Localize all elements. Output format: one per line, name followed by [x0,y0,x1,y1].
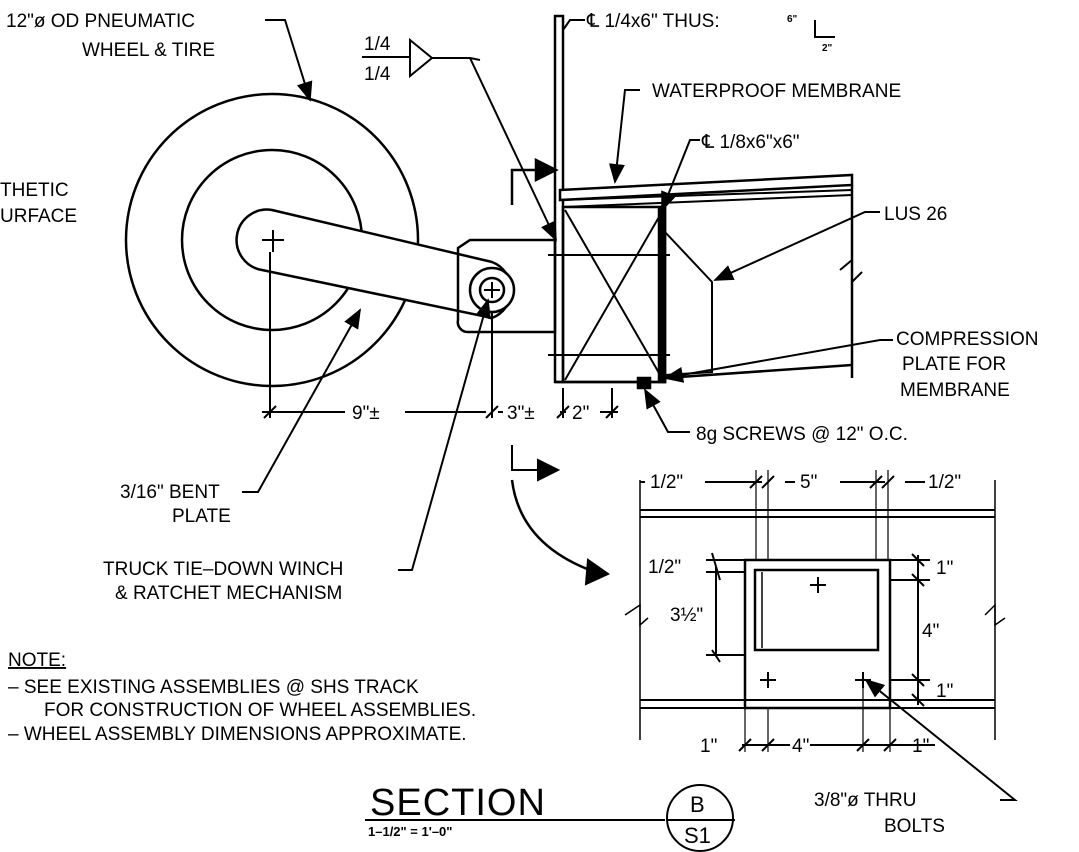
leader-bolts [864,678,1018,801]
label-wheel-1: 12"ø OD PNEUMATIC [6,11,195,32]
dim-nine: 9"± [352,403,380,424]
label-waterproof: WATERPROOF MEMBRANE [652,81,901,102]
label-bolts-1: 3/8"ø THRU [814,790,916,811]
weld-size-bottom: 1/4 [364,64,391,85]
label-compression-3: MEMBRANE [900,380,1010,401]
dim-three: 3"± [507,403,535,424]
dim-one-bottom: 1" [936,681,953,702]
dim-four-horiz: 4" [792,736,809,757]
note-line-2: FOR CONSTRUCTION OF WHEEL ASSEMBLIES. [44,700,476,721]
lus-hanger [664,231,713,376]
label-compression-2: PLATE FOR [902,354,1006,375]
label-compression-1: COMPRESSION [896,329,1039,350]
leader-weld [432,57,557,242]
label-synthetic-2: URFACE [0,206,77,227]
leader-plate-thus [562,19,585,31]
label-thus-a: 6" [787,14,798,25]
text-layer: 12"ø OD PNEUMATIC WHEEL & TIRE THETIC UR… [0,11,1039,848]
label-winch-1: TRUCK TIE–DOWN WINCH [103,559,343,580]
detail-view [510,445,1018,801]
title-section: SECTION [370,782,546,824]
title-scale: 1–1/2" = 1'–0" [368,824,452,839]
detail-cutout [753,568,880,652]
title-block [365,784,735,852]
title-tag-bottom: S1 [684,823,711,848]
bent-plate-arm [235,208,513,320]
dim-one-top: 1" [936,558,953,579]
detail-bolt-2 [760,672,776,688]
label-plate-small: ℄ 1/8x6"x6" [701,132,800,153]
label-wheel-2: WHEEL & TIRE [82,40,215,61]
label-thus-b: 2" [822,43,833,54]
label-plate-thus: ℄ 1/4x6" THUS: [586,11,720,32]
weld-size-top: 1/4 [364,34,391,55]
thus-detail [814,20,835,38]
dim-three-half: 3½" [670,605,703,626]
dim-five: 5" [800,472,817,493]
leader-bent [242,308,361,493]
dim-half-vert: 1/2" [648,557,681,578]
wheel-assembly [124,92,557,388]
weld-symbol [362,37,434,79]
dim-half-left: 1/2" [650,472,683,493]
leader-waterproof [608,89,640,184]
leaders [242,19,893,571]
label-bent-1: 3/16" BENT [120,482,220,503]
leader-wheel [265,19,313,102]
dim-two: 2" [572,403,589,424]
label-bent-2: PLATE [172,506,231,527]
dim-four-vert: 4" [922,621,939,642]
label-bolts-2: BOLTS [884,816,945,837]
winch-bolt [478,276,506,304]
label-winch-2: & RATCHET MECHANISM [115,583,342,604]
blocking-x [564,209,664,381]
label-screws: 8g SCREWS @ 12" O.C. [696,424,908,445]
wheel-tire-outer [124,92,420,388]
dim-one-left: 1" [700,736,717,757]
leader-compression [663,339,893,383]
note-heading: NOTE: [8,650,66,671]
leader-lus [713,211,880,281]
leader-winch [398,298,491,571]
dim-one-right: 1" [912,736,929,757]
curved-arrow [510,479,596,574]
note-line-3: – WHEEL ASSEMBLY DIMENSIONS APPROXIMATE. [8,724,467,745]
detail-bolt-1 [810,577,826,593]
detail-bolt-3 [855,672,871,688]
section-cut-marker [510,157,559,205]
dimension-line-top [262,252,619,419]
label-lus: LUS 26 [884,204,947,225]
label-synthetic-1: THETIC [0,180,69,201]
detail-plate [743,558,892,710]
note-line-1: – SEE EXISTING ASSEMBLIES @ SHS TRACK [8,677,419,698]
leader-screws [644,388,690,433]
dim-half-right: 1/2" [928,472,961,493]
leader-weld-2 [469,57,481,61]
title-tag-top: B [690,792,705,817]
leader-plate-small [661,139,700,212]
axle-cross [262,230,284,252]
beam-section [548,14,863,390]
